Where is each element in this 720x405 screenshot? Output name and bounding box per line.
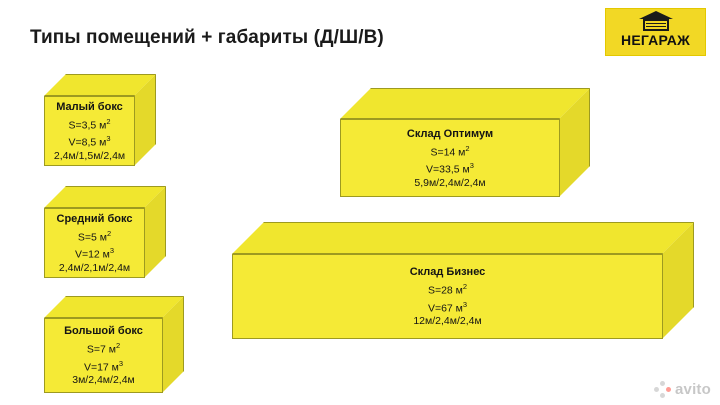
box-label: Склад Бизнес: [409, 266, 486, 278]
diagram-box-warehouse-business: Склад Бизнес S=28 м2 V=67 м3 12м/2,4м/2,…: [232, 222, 694, 339]
box-top-face: [232, 222, 694, 254]
box-area: S=7 м2: [86, 341, 121, 356]
box-dimensions: 12м/2,4м/2,4м: [413, 315, 482, 327]
avito-watermark: avito: [653, 381, 711, 398]
box-label: Большой бокс: [64, 325, 143, 337]
box-front-face: Склад Бизнес S=28 м2 V=67 м3 12м/2,4м/2,…: [232, 254, 663, 339]
box-volume: V=17 м3: [83, 358, 124, 374]
box-volume: V=12 м3: [74, 246, 115, 261]
diagram-box-small-box: Малый бокс S=3,5 м2 V=8,5 м3 2,4м/1,5м/2…: [44, 74, 174, 166]
box-front-face: Склад Оптимум S=14 м2 V=33,5 м3 5,9м/2,4…: [340, 119, 560, 197]
diagram-box-large-box: Большой бокс S=7 м2 V=17 м3 3м/2,4м/2,4м: [44, 296, 200, 393]
box-front-face: Малый бокс S=3,5 м2 V=8,5 м3 2,4м/1,5м/2…: [44, 96, 135, 166]
box-dimensions: 3м/2,4м/2,4м: [72, 374, 135, 386]
box-volume: V=67 м3: [427, 299, 468, 315]
box-front-face: Большой бокс S=7 м2 V=17 м3 3м/2,4м/2,4м: [44, 318, 163, 393]
box-area: S=3,5 м2: [68, 116, 111, 132]
box-area: S=5 м2: [77, 228, 112, 244]
box-area: S=14 м2: [430, 143, 470, 159]
box-dimensions: 2,4м/1,5м/2,4м: [53, 149, 126, 162]
box-label: Средний бокс: [56, 212, 133, 225]
watermark-label: avito: [674, 381, 711, 398]
box-label: Малый бокс: [56, 100, 123, 113]
box-volume: V=8,5 м3: [68, 134, 111, 149]
box-dimensions: 2,4м/2,1м/2,4м: [58, 261, 131, 274]
diagram-box-warehouse-optimum: Склад Оптимум S=14 м2 V=33,5 м3 5,9м/2,4…: [340, 88, 590, 197]
diagram-box-medium-box: Средний бокс S=5 м2 V=12 м3 2,4м/2,1м/2,…: [44, 186, 184, 278]
box-area: S=28 м2: [427, 282, 468, 297]
box-top-face: [340, 88, 590, 119]
box-top-face: [44, 296, 184, 318]
box-volume: V=33,5 м3: [426, 161, 474, 176]
avito-dots-icon: [653, 381, 671, 398]
garage-icon: [638, 11, 673, 31]
brand-name: НЕГАРАЖ: [621, 32, 690, 48]
brand-logo: НЕГАРАЖ: [605, 8, 706, 56]
box-dimensions: 5,9м/2,4м/2,4м: [414, 176, 486, 189]
box-front-face: Средний бокс S=5 м2 V=12 м3 2,4м/2,1м/2,…: [44, 208, 145, 278]
box-label: Склад Оптимум: [406, 127, 494, 140]
page-title: Типы помещений + габариты (Д/Ш/В): [30, 27, 384, 48]
